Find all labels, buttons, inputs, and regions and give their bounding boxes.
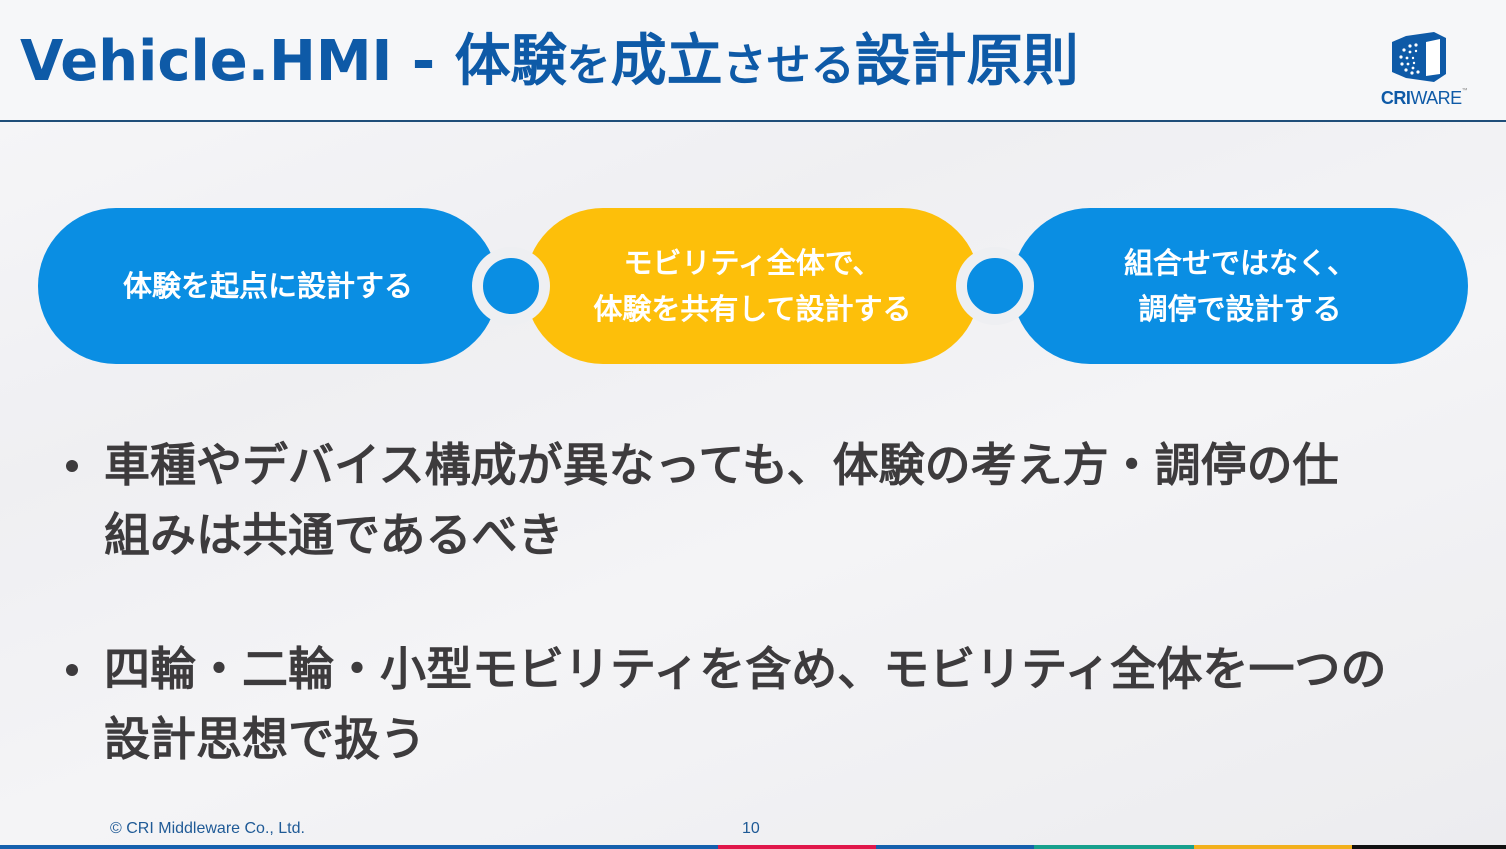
bullet-dot-icon bbox=[66, 664, 78, 676]
bullet-list: 車種やデバイス構成が異なっても、体験の考え方・調停の仕 組みは共通であるべき 四… bbox=[60, 430, 1480, 774]
principle-pill-shared-mobility: モビリティ全体で、 体験を共有して設計する bbox=[525, 208, 980, 364]
principles-flow: 体験を起点に設計する モビリティ全体で、 体験を共有して設計する 組合せではなく… bbox=[0, 208, 1506, 364]
title-part: を bbox=[566, 40, 611, 91]
footer-copyright: © CRI Middleware Co., Ltd. bbox=[110, 820, 305, 837]
title-part: Vehicle.HMI - 体験 bbox=[20, 29, 567, 94]
page-number: 10 bbox=[742, 820, 760, 837]
pill-text: 組合せではなく、 調停で設計する bbox=[1123, 246, 1356, 326]
footer-color-bar bbox=[0, 845, 1506, 849]
slide-title: Vehicle.HMI - 体験を成立させる設計原則 bbox=[20, 24, 1079, 104]
bar-segment bbox=[1352, 845, 1506, 849]
slide-header: Vehicle.HMI - 体験を成立させる設計原則 CRIWARE™ bbox=[0, 0, 1506, 122]
title-part: 成立 bbox=[610, 29, 723, 94]
connector-circle-icon bbox=[472, 247, 550, 325]
header-divider bbox=[0, 120, 1506, 122]
criware-logo: CRIWARE™ bbox=[1376, 30, 1472, 110]
pill-text: モビリティ全体で、 体験を共有して設計する bbox=[593, 246, 912, 326]
pill-text: 体験を起点に設計する bbox=[122, 269, 413, 303]
principle-pill-mediation: 組合せではなく、 調停で設計する bbox=[1012, 208, 1468, 364]
principle-pill-experience-origin: 体験を起点に設計する bbox=[38, 208, 498, 364]
bar-segment bbox=[1194, 845, 1352, 849]
bullet-dot-icon bbox=[66, 460, 78, 472]
title-part: させる bbox=[722, 40, 855, 91]
title-part: 設計原則 bbox=[854, 29, 1079, 94]
bar-segment bbox=[876, 845, 1034, 849]
connector-circle-icon bbox=[956, 247, 1034, 325]
bullet-item: 車種やデバイス構成が異なっても、体験の考え方・調停の仕 組みは共通であるべき bbox=[60, 430, 1480, 570]
bar-segment bbox=[718, 845, 876, 849]
bar-segment bbox=[1034, 845, 1194, 849]
criware-wordmark: CRIWARE™ bbox=[1380, 88, 1468, 108]
bullet-item: 四輪・二輪・小型モビリティを含め、モビリティ全体を一つの 設計思想で扱う bbox=[60, 634, 1480, 774]
bar-segment bbox=[0, 845, 718, 849]
criware-cube-icon bbox=[1392, 32, 1446, 82]
